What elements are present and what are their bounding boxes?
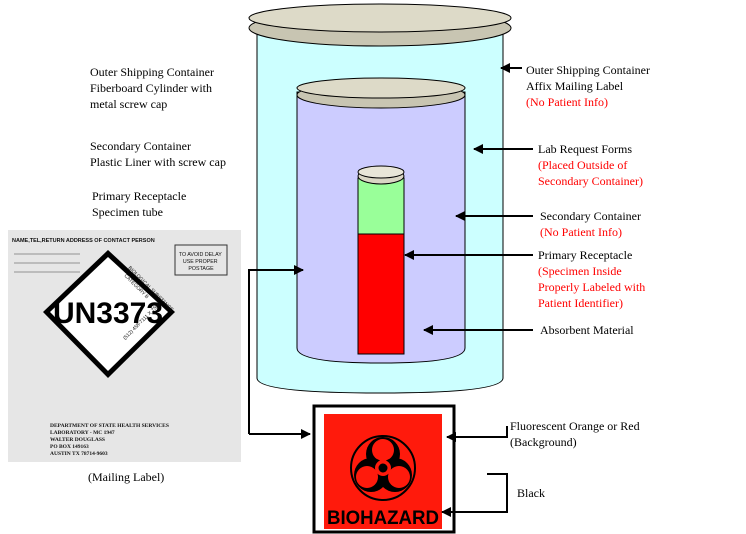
arrow-fluorescent: [446, 426, 508, 442]
biohazard-text: BIOHAZARD: [327, 508, 439, 529]
mailing-label: NAME,TEL,RETURN ADDRESS OF CONTACT PERSO…: [8, 230, 241, 462]
un-number: UN3373: [53, 297, 163, 330]
postage-box: [174, 244, 228, 276]
right-label-black: Black: [517, 486, 545, 500]
postage-text: TO AVOID DELAY USE PROPER POSTAGE: [179, 252, 223, 272]
left-label-primary: Primary Receptacle Specimen tube: [92, 189, 187, 219]
left-label-secondary: Secondary Container Plastic Liner with s…: [90, 139, 226, 169]
biohazard-label: BIOHAZARD: [312, 404, 456, 534]
mailing-label-caption: (Mailing Label): [88, 470, 165, 484]
primary-specimen-tube: [357, 165, 405, 355]
arrow-black: [441, 473, 508, 517]
mailing-label-header: NAME,TEL,RETURN ADDRESS OF CONTACT PERSO…: [12, 238, 155, 244]
right-label-fluorescent: Fluorescent Orange or Red (Background): [510, 419, 640, 449]
arrow-forms-placement: [248, 265, 304, 434]
mailing-address: DEPARTMENT OF STATE HEALTH SERVICES LABO…: [50, 423, 170, 457]
biohazard-icon: [350, 435, 416, 501]
right-label-forms: Lab Request Forms (Placed Outside of Sec…: [538, 142, 643, 188]
left-label-outer: Outer Shipping Container Fiberboard Cyli…: [90, 65, 214, 111]
right-label-absorbent: Absorbent Material: [540, 323, 634, 337]
pointer-arrows: [248, 63, 533, 517]
right-label-secondary: Secondary Container (No Patient Info): [540, 209, 641, 239]
right-label-primary: Primary Receptacle (Specimen Inside Prop…: [538, 248, 646, 310]
right-label-outer: Outer Shipping Container Affix Mailing L…: [526, 63, 650, 109]
